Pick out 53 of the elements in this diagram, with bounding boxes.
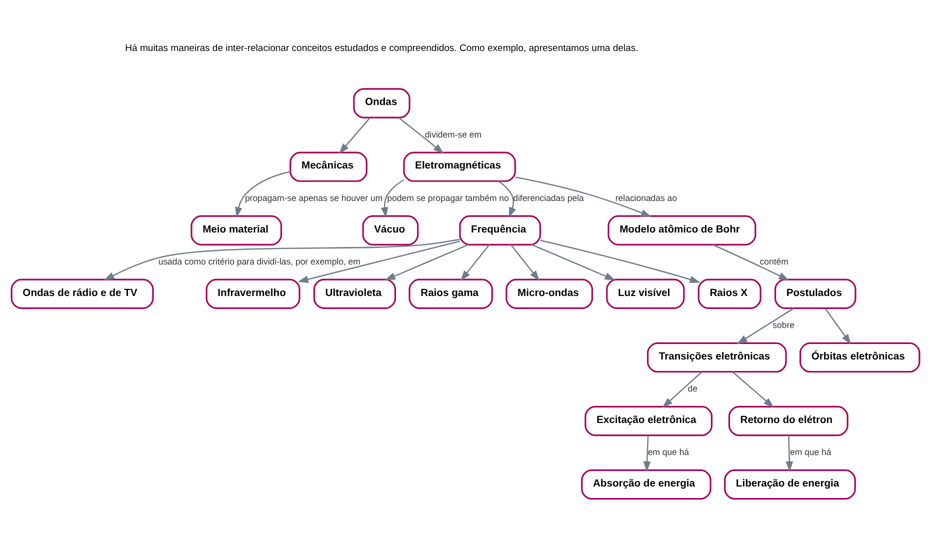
node-box: Modelo atômico de Bohr — [608, 215, 756, 246]
node-box: Postulados — [774, 278, 856, 309]
node-box: Raios gama — [408, 278, 493, 309]
arrow — [540, 240, 700, 283]
edge-label: de — [688, 383, 698, 394]
edge-label: usada como critério para dividi-las, por exemplo, em — [158, 256, 360, 266]
edge-label: contém — [760, 256, 788, 266]
arrow — [786, 436, 794, 472]
arrow — [298, 240, 460, 283]
arrow — [712, 244, 790, 280]
node-box: Frequência — [459, 215, 541, 246]
arrow — [384, 244, 468, 280]
node-box: Ondas — [353, 88, 410, 118]
node-box: Meio material — [190, 215, 282, 246]
arrow — [235, 171, 290, 218]
edge-label: sobre — [772, 320, 795, 330]
edge-label: relacionadas ao — [615, 192, 677, 203]
node-box: Excitação eletrônica — [584, 406, 713, 436]
arrow — [515, 176, 652, 217]
arrow — [380, 179, 404, 218]
node-box: Micro-ondas — [506, 278, 593, 309]
edge-label: em que há — [790, 446, 832, 457]
node-box: Ondas de rádio e de TV — [10, 278, 154, 309]
edge-label: dividem-se em — [424, 129, 482, 140]
edge-label: propagam-se apenas se houver um — [244, 192, 383, 203]
node-box: Raios X — [698, 278, 762, 309]
node-box: Transições eletrônicas — [647, 342, 787, 373]
node-box: Liberação de energia — [724, 469, 856, 500]
node-box: Órbitas eletrônicas — [800, 342, 920, 373]
arrow — [662, 372, 702, 408]
node-box: Infravermelho — [206, 278, 300, 309]
arrow — [732, 372, 774, 408]
label: Há muitas maneiras de inter-relacionar conceitos estudados e compreendidos. Como exemplo, apresentamos uma delas. — [125, 42, 638, 54]
node-box: Eletromagnéticas — [403, 152, 516, 182]
arrow — [532, 244, 616, 280]
arrow — [736, 308, 794, 344]
node-box: Ultravioleta — [313, 278, 396, 309]
node-box: Retorno do elétron — [728, 406, 848, 436]
arrow — [510, 244, 540, 281]
edge-label: em que há — [648, 446, 690, 457]
edge-label: diferenciadas pela — [513, 192, 584, 203]
node-box: Mecânicas — [290, 152, 368, 182]
arrow — [460, 244, 490, 281]
arrow — [104, 238, 460, 280]
edge-label: podem se propagar também no — [387, 192, 509, 203]
arrow — [398, 117, 444, 154]
node-box: Absorção de energia — [581, 469, 712, 500]
node-box: Vácuo — [362, 215, 419, 246]
node-box: Luz visível — [606, 278, 685, 309]
arrow — [643, 436, 651, 472]
arrow — [824, 308, 852, 344]
arrow — [339, 117, 370, 154]
arrow — [498, 180, 516, 218]
